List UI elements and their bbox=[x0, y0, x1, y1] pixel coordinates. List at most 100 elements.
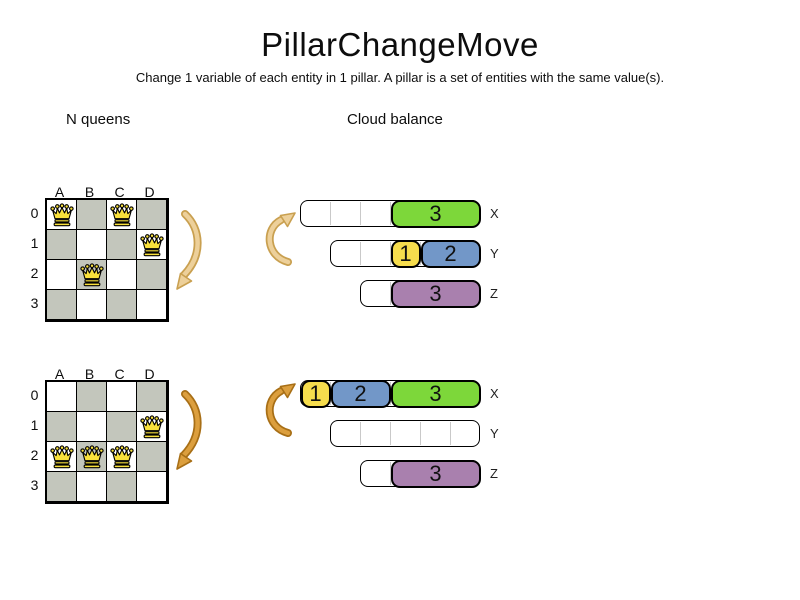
curved-arrow-down-icon bbox=[176, 390, 202, 470]
bar-segments: 3 bbox=[390, 279, 481, 308]
cell-a2 bbox=[47, 442, 77, 472]
board-row-headers: 0 1 2 3 bbox=[27, 380, 42, 500]
cell-c2 bbox=[107, 442, 137, 472]
column-label-d: D bbox=[144, 366, 156, 382]
cell-d0 bbox=[137, 200, 167, 230]
cell-b0 bbox=[77, 382, 107, 412]
bar-cell-divider bbox=[390, 422, 391, 445]
row-label-3: 3 bbox=[30, 295, 39, 311]
row-label-0: 0 bbox=[30, 205, 39, 221]
row-label-1: 1 bbox=[30, 417, 39, 433]
cell-b0 bbox=[77, 200, 107, 230]
page-subtitle: Change 1 variable of each entity in 1 pi… bbox=[135, 70, 665, 85]
cell-b2 bbox=[77, 260, 107, 290]
process-segment-1: 1 bbox=[300, 379, 331, 408]
section-label-n-queens: N queens bbox=[66, 111, 131, 128]
curved-arrow-up-icon bbox=[265, 212, 296, 266]
bar-label-x: X bbox=[490, 206, 499, 221]
process-segment-1: 1 bbox=[390, 239, 421, 268]
queen-icon bbox=[50, 203, 74, 227]
cell-d2 bbox=[137, 260, 167, 290]
cell-a3 bbox=[47, 290, 77, 320]
bar-label-z: Z bbox=[490, 466, 498, 481]
board-grid bbox=[45, 380, 169, 504]
row-label-1: 1 bbox=[30, 235, 39, 251]
cell-c1 bbox=[107, 230, 137, 260]
column-label-a: A bbox=[54, 184, 66, 200]
queen-icon bbox=[80, 263, 104, 287]
column-label-d: D bbox=[144, 184, 156, 200]
queen-icon bbox=[140, 233, 164, 257]
cell-c0 bbox=[107, 382, 137, 412]
bar-cell-divider bbox=[420, 422, 421, 445]
column-label-b: B bbox=[84, 366, 96, 382]
bar-label-y: Y bbox=[490, 246, 499, 261]
board-grid bbox=[45, 198, 169, 322]
cell-b2 bbox=[77, 442, 107, 472]
cell-a1 bbox=[47, 230, 77, 260]
cell-c3 bbox=[107, 290, 137, 320]
bar-segments: 3 bbox=[390, 199, 481, 228]
computer-bar-x: 3 bbox=[300, 199, 481, 228]
cell-a0 bbox=[47, 200, 77, 230]
cell-d0 bbox=[137, 382, 167, 412]
bar-label-x: X bbox=[490, 386, 499, 401]
queen-icon bbox=[110, 203, 134, 227]
curved-arrow-up-icon bbox=[265, 383, 296, 437]
cell-b1 bbox=[77, 230, 107, 260]
cell-c3 bbox=[107, 472, 137, 502]
cell-a2 bbox=[47, 260, 77, 290]
process-segment-3: 3 bbox=[390, 379, 481, 408]
process-segment-3: 3 bbox=[390, 199, 481, 228]
cell-d3 bbox=[137, 472, 167, 502]
column-label-c: C bbox=[114, 184, 126, 200]
column-label-b: B bbox=[84, 184, 96, 200]
queen-icon bbox=[110, 445, 134, 469]
process-segment-3: 3 bbox=[390, 279, 481, 308]
board-column-headers: A B C D bbox=[45, 184, 165, 200]
curved-arrow-down-icon bbox=[176, 210, 202, 290]
page-title: PillarChangeMove bbox=[261, 26, 539, 63]
row-label-3: 3 bbox=[30, 477, 39, 493]
bar-cell-divider bbox=[360, 242, 361, 265]
row-label-2: 2 bbox=[30, 447, 39, 463]
queen-icon bbox=[50, 445, 74, 469]
bar-label-y: Y bbox=[490, 426, 499, 441]
computer-bar-y bbox=[330, 420, 480, 447]
cell-a3 bbox=[47, 472, 77, 502]
cell-a1 bbox=[47, 412, 77, 442]
process-segment-2: 2 bbox=[330, 379, 391, 408]
cell-d3 bbox=[137, 290, 167, 320]
cell-c1 bbox=[107, 412, 137, 442]
queen-icon bbox=[80, 445, 104, 469]
queen-icon bbox=[140, 415, 164, 439]
cell-d1 bbox=[137, 230, 167, 260]
cell-c0 bbox=[107, 200, 137, 230]
row-label-0: 0 bbox=[30, 387, 39, 403]
cell-d2 bbox=[137, 442, 167, 472]
bar-label-z: Z bbox=[490, 286, 498, 301]
bar-cell-divider bbox=[360, 202, 361, 225]
computer-bar-z: 3 bbox=[360, 279, 481, 308]
column-label-c: C bbox=[114, 366, 126, 382]
process-segment-2: 2 bbox=[420, 239, 481, 268]
section-label-cloud-balance: Cloud balance bbox=[347, 111, 443, 128]
board-column-headers: A B C D bbox=[45, 366, 165, 382]
cell-c2 bbox=[107, 260, 137, 290]
cell-b1 bbox=[77, 412, 107, 442]
column-label-a: A bbox=[54, 366, 66, 382]
bar-cell-divider bbox=[450, 422, 451, 445]
bar-cell-divider bbox=[360, 422, 361, 445]
bar-segments: 3 bbox=[390, 459, 481, 488]
cell-d1 bbox=[137, 412, 167, 442]
cell-b3 bbox=[77, 472, 107, 502]
process-segment-3: 3 bbox=[390, 459, 481, 488]
